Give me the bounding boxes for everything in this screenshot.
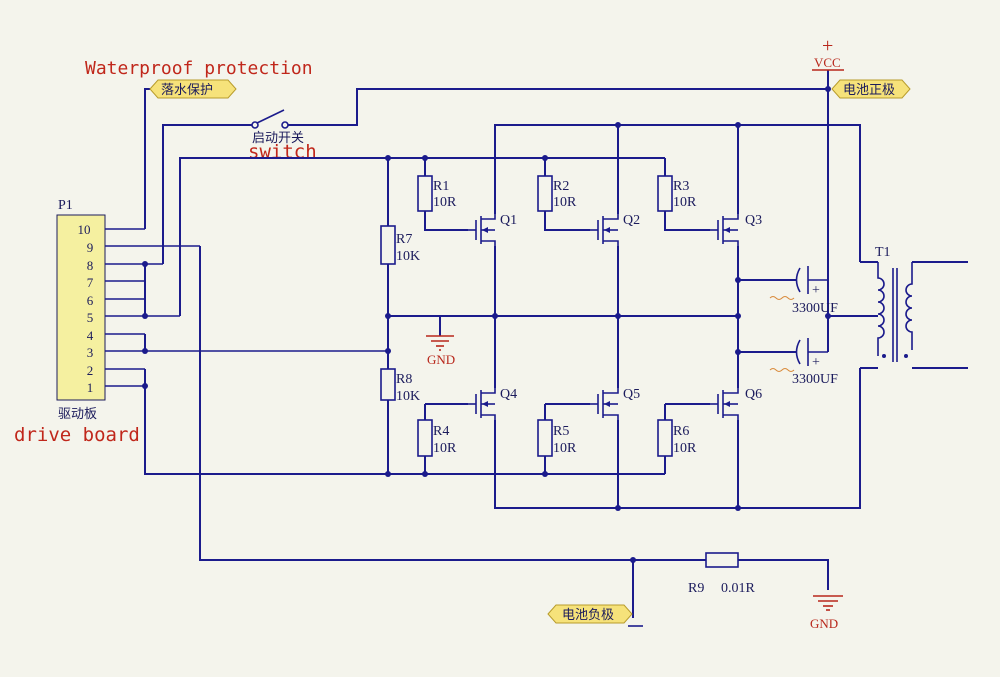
net-flag-battery-pos: 电池正极 [831, 79, 911, 99]
resistor-ref: R7 [396, 232, 412, 247]
waterproof-annotation: Waterproof protection [85, 58, 313, 79]
mosfet-q3: Q3 [710, 213, 762, 246]
net-flag-battery-pos-label: 电池正极 [843, 83, 895, 98]
mosfet-label: Q1 [500, 213, 517, 228]
mosfet-label: Q6 [745, 387, 762, 402]
net-flag-water-protect-label: 落水保护 [161, 83, 213, 98]
resistor-r8: R8 10K [380, 368, 420, 404]
mosfet-q4: Q4 [468, 387, 517, 420]
gnd-symbol-mid: GND [426, 335, 455, 367]
pin-number: 6 [87, 293, 94, 308]
pin-number: 1 [87, 380, 94, 395]
mosfet-label: Q4 [500, 387, 517, 402]
resistor-ref: R4 [433, 424, 449, 439]
resistor-ref: R5 [553, 424, 569, 439]
connector-p1: P1 驱动板 10 9 8 7 6 5 4 3 2 1 [56, 198, 388, 422]
pin-number: 9 [87, 240, 94, 255]
resistor-r5: R5 10R [537, 419, 577, 457]
net-flag-battery-neg-label: 电池负极 [562, 608, 614, 623]
vcc-label: VCC [814, 55, 841, 70]
capacitor-c-upper: + 3300UF [769, 266, 838, 316]
transformer-label: T1 [875, 245, 891, 260]
resistor-value: 10R [553, 195, 577, 210]
pin-number: 8 [87, 258, 94, 273]
pin-number: 3 [87, 345, 94, 360]
wires [144, 70, 968, 618]
pin-number: 5 [87, 310, 94, 325]
mosfet-q6: Q6 [710, 387, 762, 420]
gnd-symbol-bottom: GND [810, 595, 843, 631]
gnd-label-mid: GND [427, 352, 455, 367]
resistor-ref: R2 [553, 179, 569, 194]
resistor-value: 0.01R [721, 581, 756, 596]
resistor-r7: R7 10K [380, 225, 420, 265]
gnd-label-bottom: GND [810, 616, 838, 631]
mosfet-label: Q2 [623, 213, 640, 228]
mosfet-label: Q5 [623, 387, 640, 402]
resistor-ref: R6 [673, 424, 689, 439]
resistor-r6: R6 10R [657, 419, 697, 457]
resistor-value: 10R [433, 441, 457, 456]
resistor-value: 10R [673, 441, 697, 456]
pin-number: 4 [87, 328, 94, 343]
net-flag-battery-neg: 电池负极 [547, 604, 643, 627]
resistor-value: 10R [433, 195, 457, 210]
vcc-symbol: + VCC [812, 35, 844, 71]
resistor-ref: R3 [673, 179, 689, 194]
resistor-r9: R9 0.01R [688, 552, 756, 596]
resistor-ref: R8 [396, 372, 412, 387]
connector-name: 驱动板 [58, 407, 97, 422]
pin-number: 7 [87, 275, 94, 290]
resistor-ref: R9 [688, 581, 704, 596]
resistor-value: 10K [396, 249, 420, 264]
connector-designator: P1 [58, 198, 73, 213]
resistor-r4: R4 10R [417, 419, 457, 457]
vcc-plus: + [822, 35, 833, 57]
resistor-r3: R3 10R [657, 175, 697, 212]
resistor-value: 10R [673, 195, 697, 210]
mosfet-q2: Q2 [590, 213, 640, 246]
mosfet-q1: Q1 [468, 213, 517, 246]
drive-board-annotation: drive board [14, 424, 140, 446]
switch-label: 启动开关 [252, 131, 304, 146]
capacitor-polarity: + [812, 355, 820, 370]
resistor-r2: R2 10R [537, 175, 577, 212]
pin-number: 10 [78, 222, 91, 237]
resistor-value: 10R [553, 441, 577, 456]
mosfet-q5: Q5 [590, 387, 640, 420]
capacitor-polarity: + [812, 283, 820, 298]
resistor-r1: R1 10R [417, 175, 457, 212]
resistor-ref: R1 [433, 179, 449, 194]
transformer-t1: T1 [875, 245, 913, 362]
start-switch: 启动开关 [251, 109, 304, 146]
capacitor-value: 3300UF [792, 372, 838, 387]
pin-number: 2 [87, 363, 94, 378]
junctions [142, 86, 831, 563]
resistor-value: 10K [396, 389, 420, 404]
capacitor-value: 3300UF [792, 301, 838, 316]
capacitor-c-lower: + 3300UF [769, 338, 838, 387]
mosfet-label: Q3 [745, 213, 762, 228]
net-flag-water-protect: 落水保护 [149, 79, 237, 99]
